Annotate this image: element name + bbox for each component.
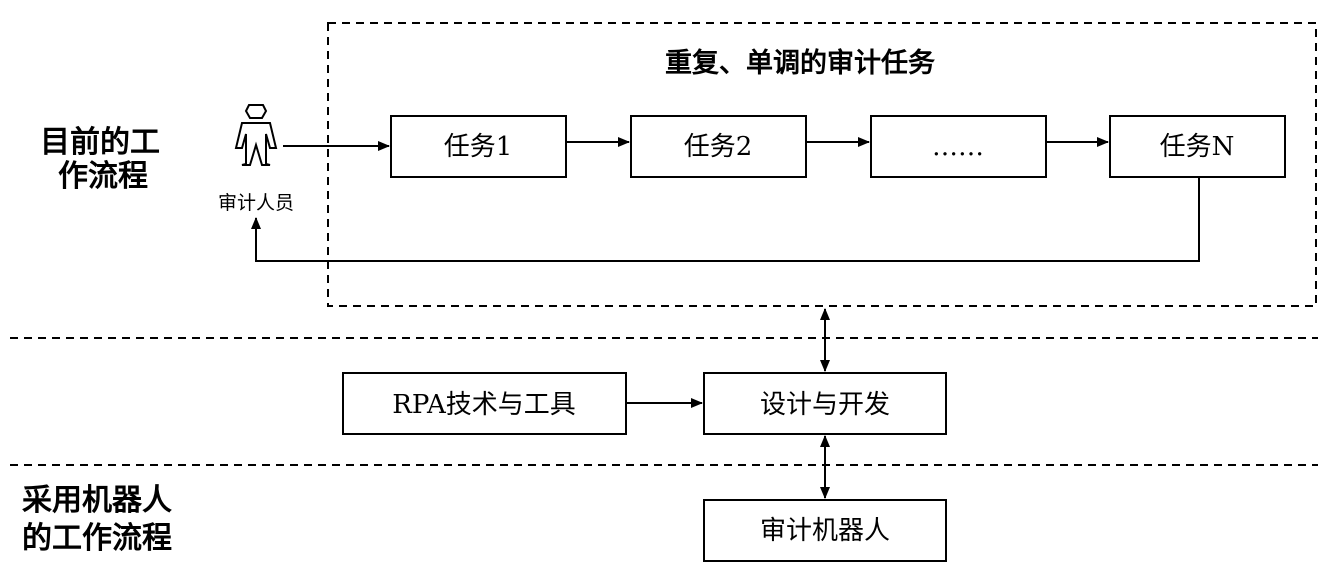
robot-workflow-label-line1: 采用机器人 [22,483,172,518]
current-workflow-label-line1: 目前的工 [40,125,160,160]
task-label-1: 任务1 [444,132,513,162]
person-icon [234,104,278,166]
task-label-ellipsis: …… [932,132,984,162]
task-box-2 [630,115,807,178]
current-workflow-label-line2: 作流程 [58,159,148,194]
design-development-box [703,372,947,435]
robot-workflow-label-line2: 的工作流程 [22,521,172,556]
audit-robot-label: 审计机器人 [760,516,890,546]
task-box-ellipsis [870,115,1047,178]
audit-robot-box [703,499,947,562]
auditor-label: 审计人员 [218,192,294,214]
rpa-tools-label: RPA技术与工具 [392,390,575,420]
rpa-tools-box [342,372,627,435]
task-label-2: 任务2 [684,132,753,162]
task-box-1 [390,115,567,178]
taskn-return-arrow [251,177,1200,262]
task-label-n: 任务N [1160,132,1235,162]
repetitive-task-group [327,22,1317,307]
design-development-label: 设计与开发 [760,390,890,420]
task-box-n [1109,115,1286,178]
repetitive-task-title: 重复、单调的审计任务 [665,47,935,79]
